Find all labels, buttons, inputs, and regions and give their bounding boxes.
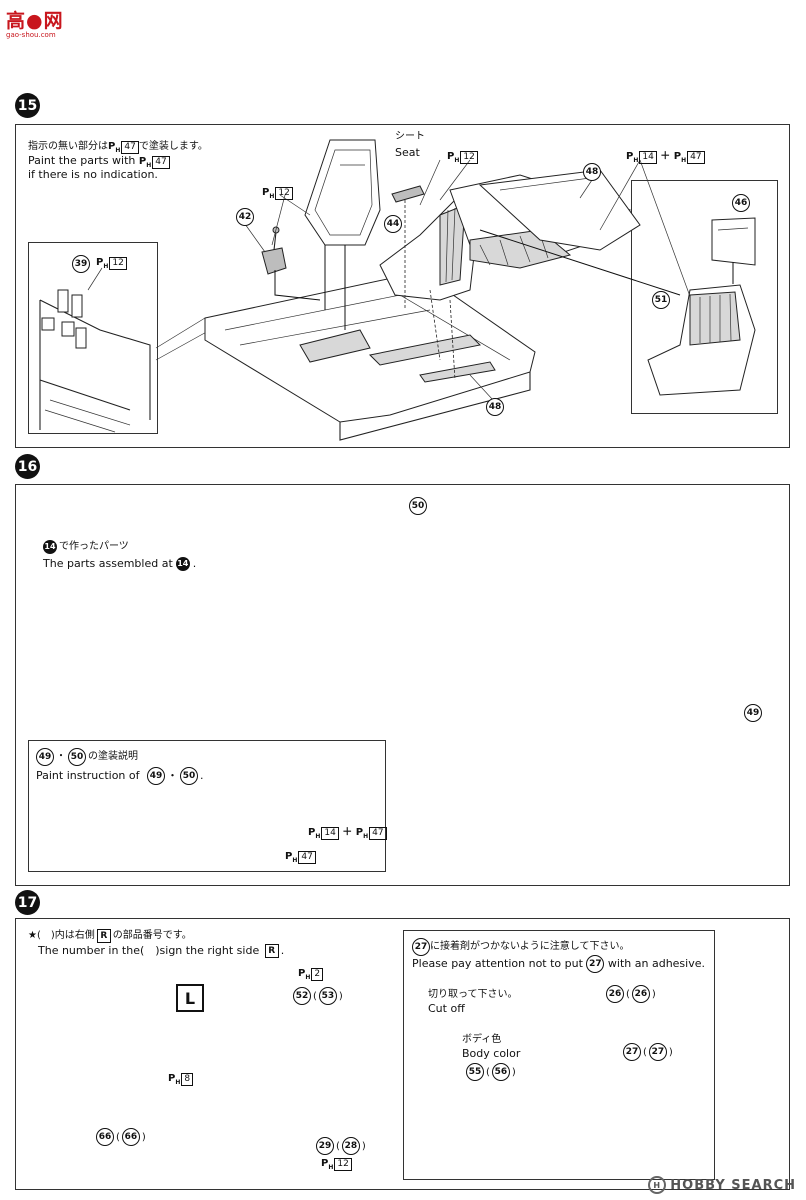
part-26-callout: 26(26) xyxy=(606,985,656,1003)
site-logo-text: 高●网 xyxy=(6,10,64,32)
hobby-search-text: HOBBY SEARCH xyxy=(670,1177,796,1193)
step-17-number: 17 xyxy=(15,890,40,915)
left-side-marker: L xyxy=(176,984,204,1012)
hobby-search-logo-icon: H xyxy=(648,1176,667,1194)
part-46-callout: 46 xyxy=(732,194,750,212)
part-39-callout: 39 xyxy=(72,255,90,273)
cut-off-jp: 切り取って下さい。 xyxy=(428,989,518,1000)
seat-label-jp: シート xyxy=(395,131,425,142)
cut-off-en: Cut off xyxy=(428,1002,465,1015)
part-48-bottom-callout: 48 xyxy=(486,398,504,416)
paint-instruction-en: Paint instruction of 49・50. xyxy=(36,767,204,785)
hobby-search-watermark: H HOBBY SEARCH xyxy=(648,1176,796,1194)
part-27-callout: 27(27) xyxy=(623,1043,673,1061)
right-side-note-en: The number in the( )sign the right side … xyxy=(38,944,285,958)
step-15-note-en-2: if there is no indication. xyxy=(28,168,158,181)
part-29-28-callout: 29(28) xyxy=(316,1137,366,1155)
part-49-callout: 49 xyxy=(744,704,762,722)
floor-pan-illustration xyxy=(204,271,536,441)
part-44-callout: 44 xyxy=(384,215,402,233)
front-seat-illustration xyxy=(379,194,481,301)
adhesive-note-en: Please pay attention not to put 27 with … xyxy=(412,955,705,973)
part-55-56-callout: 55(56) xyxy=(466,1063,516,1081)
step-16-paint-inset xyxy=(28,740,386,872)
pedal-assembly-illustration xyxy=(39,289,151,433)
part-52-53-callout: 52(53) xyxy=(293,987,343,1005)
shifter-illustration xyxy=(261,226,287,275)
part-42-callout: 42 xyxy=(236,208,254,226)
inset-seat-illustration xyxy=(647,217,756,396)
step-15-number: 15 xyxy=(15,93,40,118)
step-16-number: 16 xyxy=(15,454,40,479)
bucket-seat-illustration xyxy=(304,139,381,246)
site-logo-url: gao-shou.com xyxy=(6,31,56,39)
body-color-jp: ボディ色 xyxy=(462,1034,502,1045)
part-51-callout: 51 xyxy=(652,291,670,309)
body-color-en: Body color xyxy=(462,1047,521,1060)
site-logo: 高●网 gao-shou.com xyxy=(6,6,72,40)
part-66-callout: 66(66) xyxy=(96,1128,146,1146)
seat-label-en: Seat xyxy=(395,146,420,159)
step-15-pedal-inset xyxy=(28,242,158,434)
part-44-illustration xyxy=(391,185,425,203)
part-48-top-callout: 48 xyxy=(583,163,601,181)
part-50-callout: 50 xyxy=(409,497,427,515)
